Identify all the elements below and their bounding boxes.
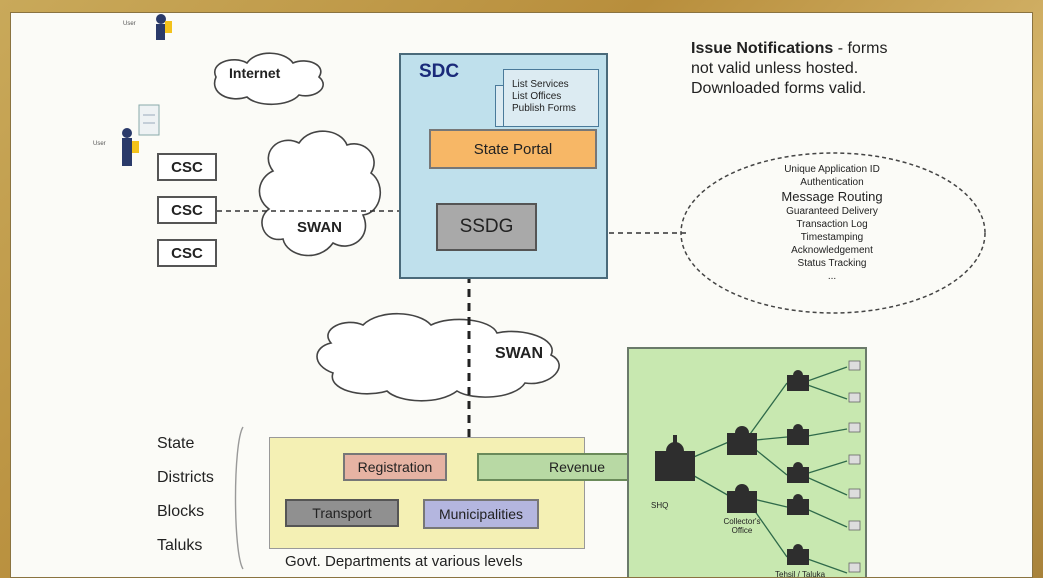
menu-list-services: List Services [512, 79, 569, 90]
feature-item: Guaranteed Delivery [786, 206, 878, 217]
collector-building-icon [727, 426, 757, 513]
connector-layer [122, 14, 986, 570]
shq-building-icon [655, 435, 695, 481]
sdc-label: SDC [419, 61, 460, 82]
csc-box-1: CSC [157, 153, 217, 181]
feature-item: Authentication [800, 177, 864, 188]
tehsil-label: Tehsil / Taluka [775, 570, 826, 578]
feature-item: Unique Application ID [784, 164, 880, 175]
user-left-icon [122, 104, 160, 166]
registration-box: Registration [343, 453, 447, 481]
menu-publish-forms: Publish Forms [512, 103, 576, 114]
state-portal-box: State Portal [429, 129, 597, 169]
level-districts: Districts [157, 469, 214, 486]
swan-left-label: SWAN [297, 219, 342, 236]
feature-item: Transaction Log [796, 219, 868, 230]
menu-list-offices: List Offices [512, 91, 562, 102]
ssdg-features-list: Unique Application ID Authentication Mes… [687, 163, 977, 283]
csc-box-2: CSC [157, 196, 217, 224]
internet-cloud [213, 52, 324, 106]
sdc-menu: List Services List Offices Publish Forms [503, 69, 599, 127]
level-blocks: Blocks [157, 503, 205, 520]
level-taluks: Taluks [157, 537, 203, 554]
hierarchy-tree [655, 360, 861, 574]
notice-line1: - forms [833, 40, 888, 57]
user-left-label: User [93, 141, 106, 147]
diagram-panel: User User Internet CSC CSC CSC SWAN SDC … [10, 12, 1033, 578]
csc-box-3: CSC [157, 239, 217, 267]
swan-left-cloud [258, 130, 381, 257]
swan-center-cloud [316, 312, 560, 402]
collector-label: Collector's Office [723, 517, 761, 535]
user-top-icon [156, 14, 172, 40]
feature-item: ... [827, 271, 837, 282]
transport-box: Transport [285, 499, 399, 527]
user-top-label: User [123, 21, 136, 27]
level-state: State [157, 435, 195, 452]
computer-icon [848, 360, 861, 573]
issue-notice: Issue Notifications - forms not valid un… [691, 39, 887, 99]
revenue-box: Revenue [477, 453, 639, 481]
ssdg-features-oval [680, 152, 986, 314]
notice-title: Issue Notifications [691, 40, 834, 57]
feature-item: Timestamping [800, 232, 864, 243]
notice-line2: not valid unless hosted. [691, 60, 859, 77]
internet-label: Internet [229, 65, 281, 81]
feature-item: Message Routing [781, 189, 883, 204]
tehsil-building-icon [787, 370, 809, 565]
feature-item: Acknowledgement [791, 245, 873, 256]
departments-caption: Govt. Departments at various levels [285, 553, 523, 570]
notice-line3: Downloaded forms valid. [691, 80, 867, 97]
feature-item: Status Tracking [797, 258, 867, 269]
shq-label: SHQ [651, 501, 669, 510]
ssdg-box: SSDG [436, 203, 537, 251]
municipalities-box: Municipalities [423, 499, 539, 529]
swan-center-label: SWAN [495, 345, 543, 362]
